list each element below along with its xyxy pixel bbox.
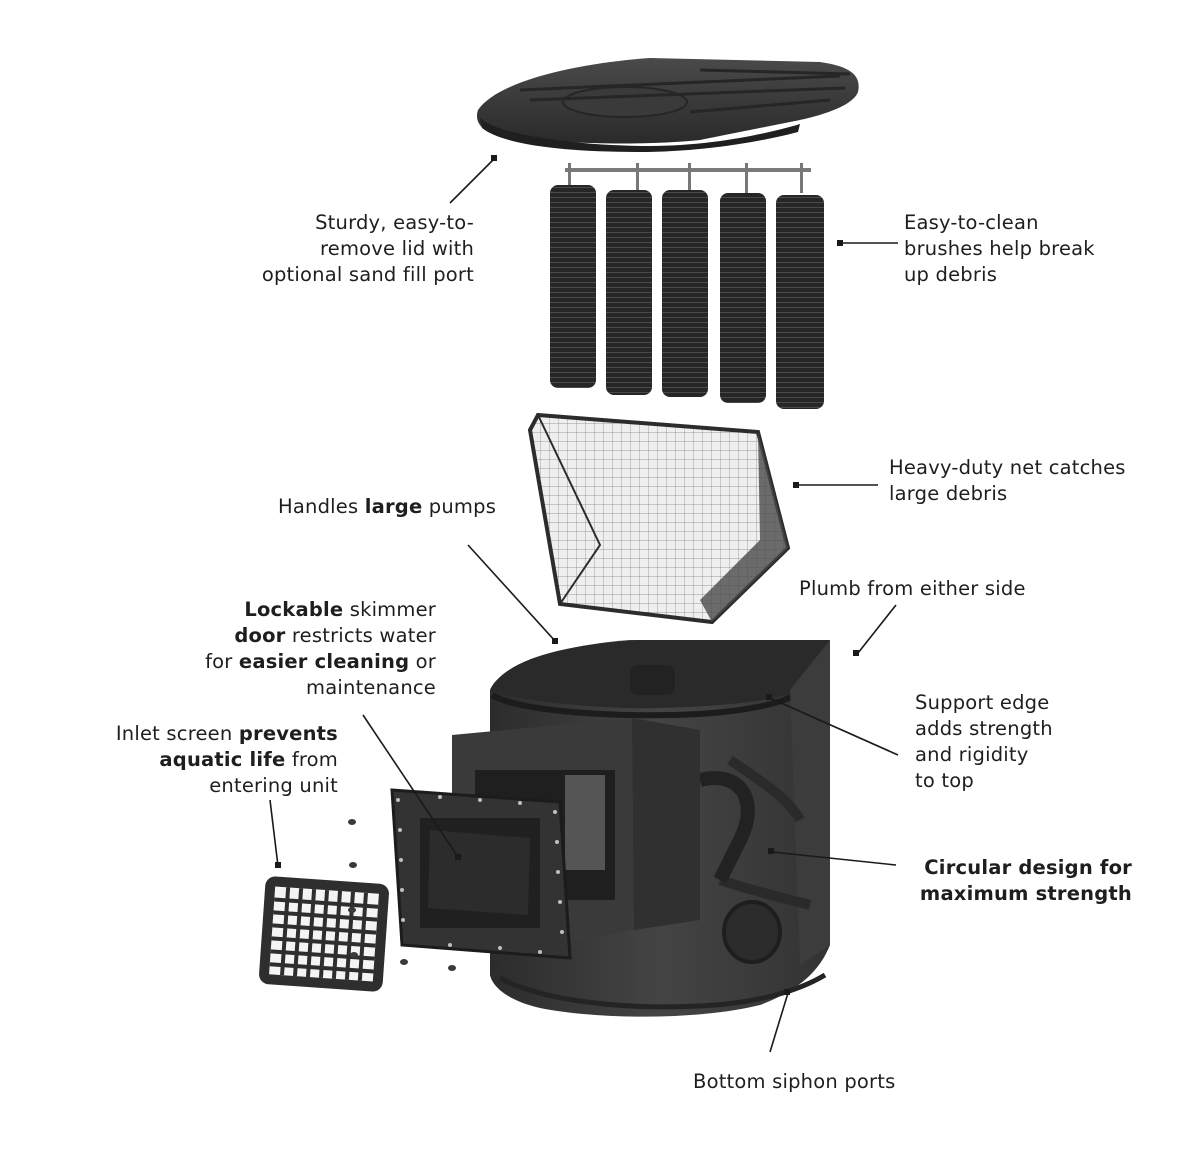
callout-net-line: large debris <box>889 482 1008 505</box>
lid-part <box>476 58 859 152</box>
callout-brushes-line: Easy-to-clean <box>904 211 1039 234</box>
callout-pumps-bold: large <box>364 495 423 518</box>
callout-siphon: Bottom siphon ports <box>693 1069 895 1095</box>
callout-inlet-line1: Inlet screen prevents <box>115 722 338 745</box>
screws <box>348 819 456 971</box>
callout-brushes-line: up debris <box>904 263 998 286</box>
brushes-part <box>550 163 824 409</box>
leader-lines <box>269 159 899 1053</box>
callout-door-line2: door restricts water <box>234 624 436 647</box>
callout-brushes: Easy-to-clean brushes help break up debr… <box>904 210 1095 288</box>
callout-door: Lockable skimmer door restricts water fo… <box>205 597 436 701</box>
callout-circular-line: Circular design for <box>924 856 1132 879</box>
callout-support-line: adds strength <box>915 717 1053 740</box>
callout-support-line: to top <box>915 769 974 792</box>
callout-inlet-line2: aquatic life from <box>159 748 338 771</box>
callout-siphon-text: Bottom siphon ports <box>693 1070 896 1093</box>
door-faceplate <box>390 788 572 960</box>
callout-lid: Sturdy, easy-to- remove lid with optiona… <box>262 210 474 288</box>
callout-inlet: Inlet screen prevents aquatic life from … <box>116 721 338 799</box>
callout-net-line: Heavy-duty net catches <box>889 456 1126 479</box>
callout-pumps-after: pumps <box>422 495 497 518</box>
callout-lid-line: Sturdy, easy-to- <box>315 211 474 234</box>
callout-pumps-before: Handles <box>278 495 365 518</box>
callout-brushes-line: brushes help break <box>904 237 1095 260</box>
callout-door-line3: for easier cleaning or <box>205 650 436 673</box>
callout-pumps: Handles large pumps <box>278 494 496 520</box>
callout-circular: Circular design for maximum strength <box>920 855 1132 907</box>
callout-lid-line: optional sand fill port <box>261 263 474 286</box>
callout-support-line: Support edge <box>915 691 1050 714</box>
leader-dots <box>275 155 859 995</box>
callout-lid-line: remove lid with <box>319 237 474 260</box>
callout-door-line4: maintenance <box>306 676 436 699</box>
net-part <box>527 412 791 625</box>
callout-support-line: and rigidity <box>915 743 1029 766</box>
callout-door-line1: Lockable skimmer <box>244 598 436 621</box>
callout-plumb: Plumb from either side <box>799 576 1026 602</box>
callout-net: Heavy-duty net catches large debris <box>889 455 1126 507</box>
callout-circular-line: maximum strength <box>919 882 1132 905</box>
callout-plumb-text: Plumb from either side <box>799 577 1026 600</box>
inlet-screen <box>259 876 389 992</box>
callout-inlet-line3: entering unit <box>209 774 338 797</box>
callout-support: Support edge adds strength and rigidity … <box>915 690 1053 794</box>
